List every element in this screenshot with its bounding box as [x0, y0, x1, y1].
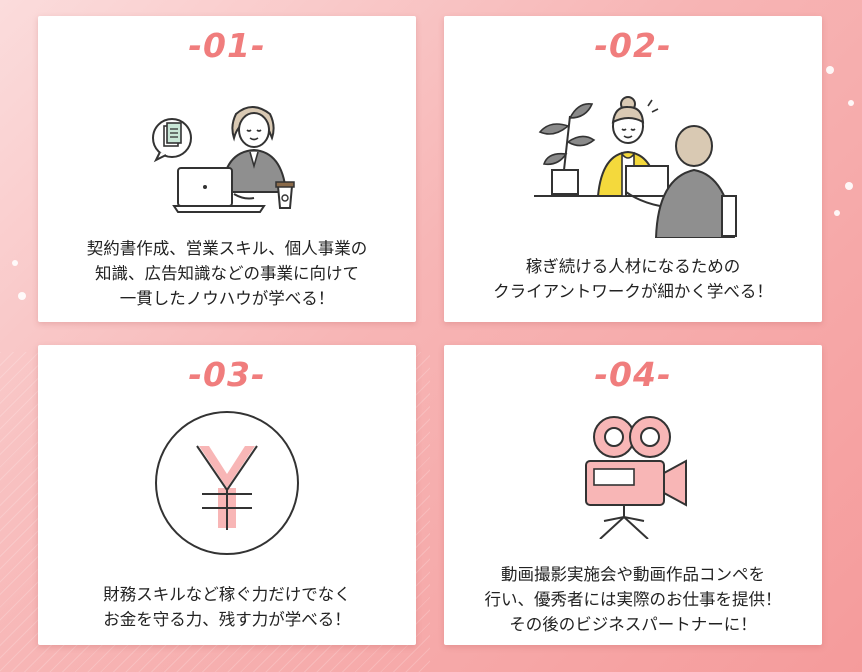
card-description: 契約書作成、営業スキル、個人事業の 知識、広告知識などの事業に向けて 一貫したノ… — [48, 236, 406, 311]
card-description-line: 動画撮影実施会や動画作品コンペを — [501, 565, 765, 584]
feature-card-03: -03- 財務スキルなど稼ぐ力だけでなく お金を守る力、残す力が学べる！ — [38, 345, 416, 645]
feature-card-01: -01- 契約書作成、営業スキル、個人事業の 知識、広告知識などの事業に向けて … — [38, 16, 416, 322]
card-description-line: 契約書作成、営業スキル、個人事業の — [86, 239, 368, 258]
decor-dot — [12, 260, 18, 266]
card-number: -03- — [188, 355, 266, 394]
card-description-line: 行い、優秀者には実際のお仕事を提供！ — [484, 590, 782, 609]
card-description: 稼ぎ続ける人材になるための クライアントワークが細かく学べる！ — [454, 254, 812, 304]
woman-working-on-laptop-icon — [152, 106, 295, 213]
feature-card-04: -04- 動画撮影実施会や動画作品コンペを 行い、優秀者には実際のお仕事を提供！… — [444, 345, 822, 645]
decor-dot — [826, 66, 834, 74]
decor-dot — [18, 292, 26, 300]
movie-camera-icon — [585, 416, 687, 539]
card-description-line: 稼ぎ続ける人材になるための — [525, 257, 741, 276]
client-meeting-icon — [534, 96, 737, 238]
card-description-line: その後のビジネスパートナーに！ — [509, 615, 757, 634]
card-description: 財務スキルなど稼ぐ力だけでなく お金を守る力、残す力が学べる！ — [48, 582, 406, 632]
card-description-line: 知識、広告知識などの事業に向けて — [95, 264, 359, 283]
card-number: -02- — [594, 26, 672, 65]
decor-dot — [845, 182, 853, 190]
yen-coin-icon — [155, 411, 299, 555]
card-description-line: 一貫したノウハウが学べる！ — [119, 289, 335, 308]
feature-card-02: -02- 稼ぎ続ける人材になるための クライアントワークが細かく学べる！ — [444, 16, 822, 322]
card-number: -04- — [594, 355, 672, 394]
card-description-line: クライアントワークが細かく学べる！ — [493, 282, 773, 301]
decor-dot — [848, 100, 854, 106]
card-number: -01- — [188, 26, 266, 65]
card-description: 動画撮影実施会や動画作品コンペを 行い、優秀者には実際のお仕事を提供！ その後の… — [454, 562, 812, 637]
card-description-line: 財務スキルなど稼ぐ力だけでなく — [103, 585, 351, 604]
card-description-line: お金を守る力、残す力が学べる！ — [103, 610, 351, 629]
decor-dot — [834, 210, 840, 216]
